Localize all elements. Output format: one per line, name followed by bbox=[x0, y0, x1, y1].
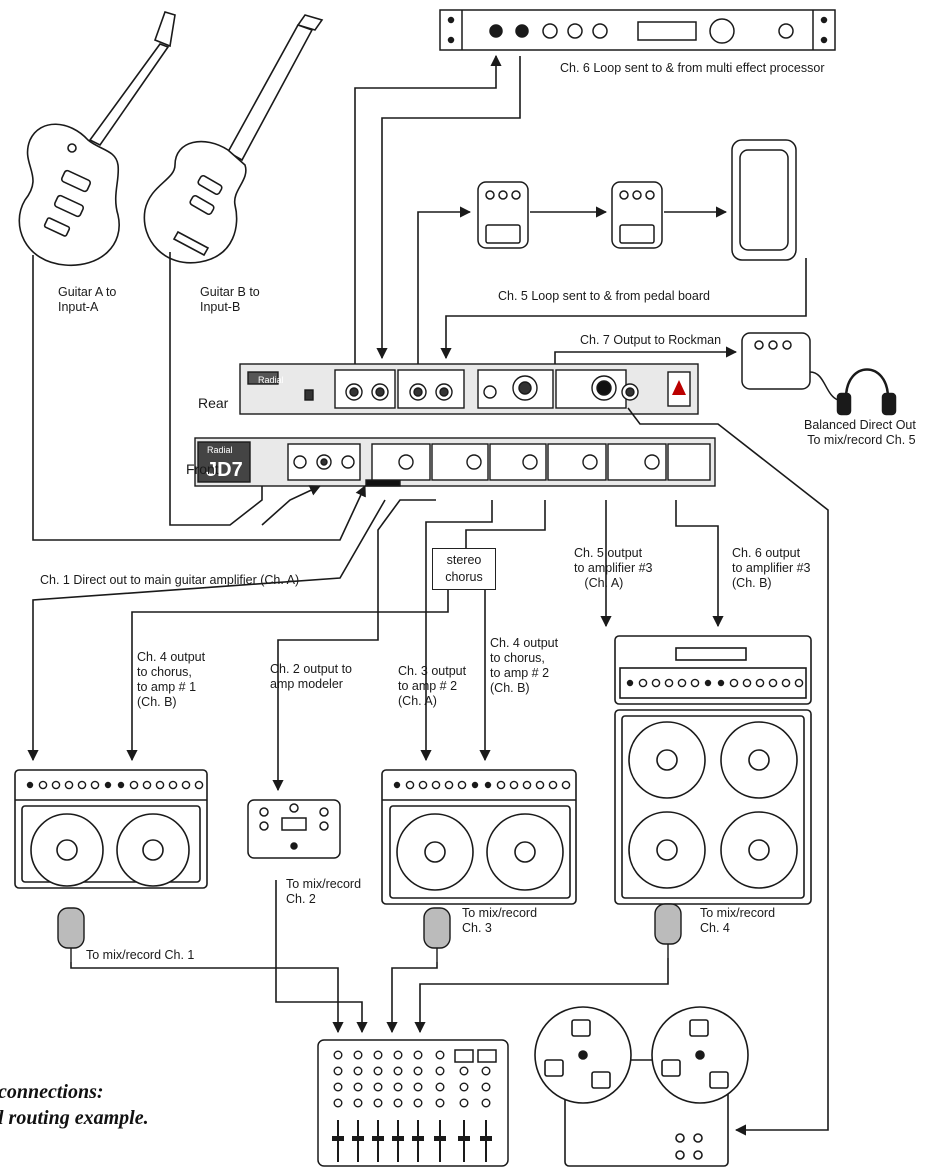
ch5-loop-label: Ch. 5 Loop sent to & from pedal board bbox=[498, 289, 710, 303]
front-model-text: JD7 bbox=[206, 459, 243, 481]
guitar-b-icon bbox=[143, 14, 324, 264]
ch4-chorus-amp1-label: Ch. 4 output to chorus, to amp # 1 (Ch. … bbox=[137, 650, 206, 709]
rear-label: Rear bbox=[198, 395, 229, 411]
mixer-console-icon bbox=[317, 1039, 509, 1167]
ch6-loop-label: Ch. 6 Loop sent to & from multi effect p… bbox=[560, 61, 825, 75]
amp-2-knobs bbox=[393, 780, 571, 790]
guitar-a-label: Guitar A to Input-A bbox=[58, 285, 117, 314]
ch1-direct-label: Ch. 1 Direct out to main guitar amplifie… bbox=[40, 573, 300, 587]
headphones-icon bbox=[809, 368, 897, 416]
amp-1-icon bbox=[14, 769, 208, 889]
rear-brand-text: Radial bbox=[258, 375, 284, 385]
stereo-chorus-label-2: chorus bbox=[445, 570, 483, 584]
balanced-out-label: Balanced Direct Out To mix/record Ch. 5 bbox=[804, 418, 916, 447]
ch5-amp3-label: Ch. 5 output to amplifier #3 (Ch. A) bbox=[574, 546, 653, 590]
stereo-chorus-label-1: stereo bbox=[446, 553, 482, 567]
mix-ch2-label: To mix/record Ch. 2 bbox=[286, 877, 362, 906]
stereo-chorus-box: stereo chorus bbox=[432, 548, 496, 590]
amp-modeler-icon bbox=[247, 799, 341, 859]
mix-ch3-label: To mix/record Ch. 3 bbox=[462, 906, 538, 935]
front-brand-text: Radial bbox=[207, 445, 233, 455]
ch4-chorus-amp2-label: Ch. 4 output to chorus, to amp # 2 (Ch. … bbox=[490, 636, 559, 695]
ch3-amp2-label: Ch. 3 output to amp # 2 (Ch. A) bbox=[398, 664, 467, 708]
front-label: Front bbox=[186, 461, 219, 477]
caption-line-1: connections: bbox=[0, 1081, 104, 1103]
guitar-a-icon bbox=[18, 11, 176, 266]
amp-3-icon bbox=[614, 635, 812, 905]
amp-1-knobs bbox=[26, 780, 204, 790]
pedal-2-icon bbox=[611, 181, 663, 249]
ch7-output-label: Ch. 7 Output to Rockman bbox=[580, 333, 722, 347]
microphone-2-icon bbox=[423, 907, 451, 962]
pedal-1-icon bbox=[477, 181, 529, 249]
caption-line-2: l routing example. bbox=[0, 1107, 149, 1129]
wah-pedal-icon bbox=[731, 139, 797, 261]
ch2-modeler-label: Ch. 2 output to amp modeler bbox=[270, 662, 353, 691]
mix-ch4-label: To mix/record Ch. 4 bbox=[700, 906, 776, 935]
ch6-amp3-label: Ch. 6 output to amplifier #3 (Ch. B) bbox=[732, 546, 811, 590]
guitar-b-label: Guitar B to Input-B bbox=[200, 285, 260, 314]
mixer-knobs bbox=[332, 1050, 492, 1162]
connection-lines bbox=[27, 54, 829, 1136]
jd7-front-panel-icon bbox=[194, 437, 716, 487]
amp-2-icon bbox=[381, 769, 577, 905]
multi-effect-processor-icon bbox=[439, 9, 836, 51]
microphone-1-icon bbox=[57, 907, 85, 962]
tape-recorder-icon bbox=[534, 1006, 749, 1167]
rockman-unit-icon bbox=[741, 332, 811, 390]
jd7-rear-panel-icon bbox=[239, 363, 699, 415]
microphone-3-icon bbox=[654, 903, 682, 958]
amp-3-knobs bbox=[626, 678, 804, 688]
mix-ch1-label: To mix/record Ch. 1 bbox=[86, 948, 195, 962]
